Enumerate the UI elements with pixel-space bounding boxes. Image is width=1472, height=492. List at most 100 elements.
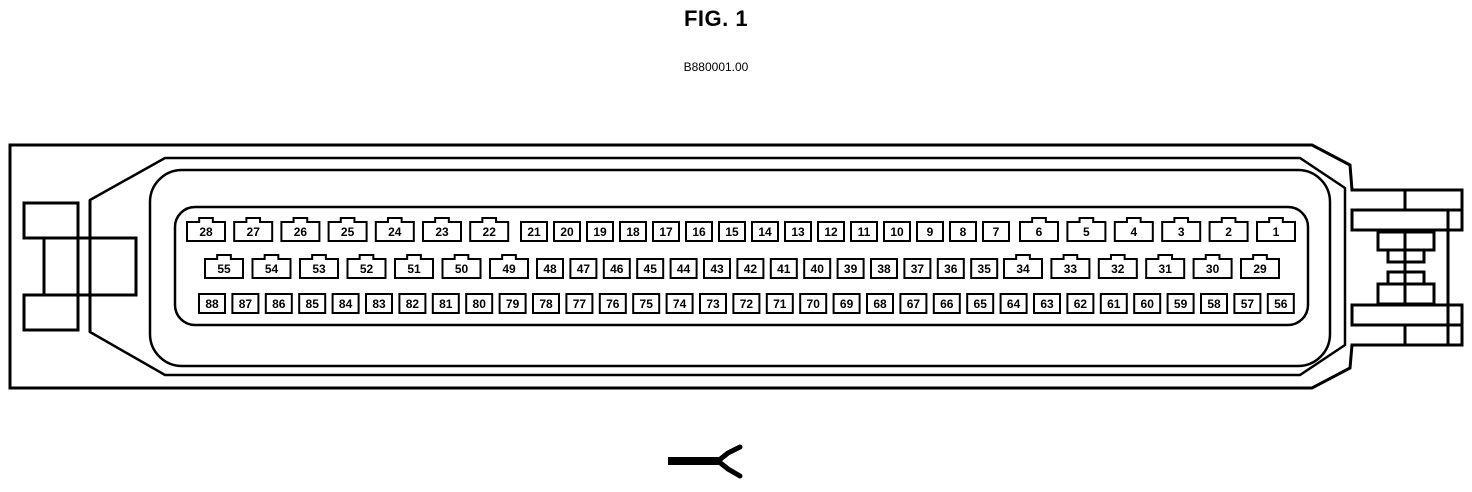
pin-68: 68 — [866, 293, 894, 314]
pin-outline — [619, 221, 647, 242]
right-latch — [1350, 188, 1464, 347]
pin-86: 86 — [264, 293, 293, 314]
pin-82: 82 — [398, 293, 427, 314]
pin-39: 39 — [836, 258, 865, 279]
pin-label: 62 — [1074, 297, 1088, 311]
pin-17: 17 — [652, 221, 680, 242]
pin-label: 72 — [740, 297, 754, 311]
pin-34: 34 — [1003, 254, 1043, 279]
pin-label: 60 — [1141, 297, 1155, 311]
pin-outline — [498, 293, 527, 314]
pin-outline — [422, 217, 462, 242]
pin-outline — [394, 254, 434, 279]
pin-label: 50 — [455, 262, 469, 276]
pin-45: 45 — [636, 258, 665, 279]
pin-4: 4 — [1113, 217, 1154, 242]
pin-label: 32 — [1111, 262, 1125, 276]
pin-label: 44 — [677, 262, 691, 276]
pin-label: 15 — [725, 225, 739, 239]
pin-outline — [1033, 293, 1061, 314]
pin-outline — [1097, 254, 1138, 279]
pin-64: 64 — [999, 293, 1028, 314]
pin-66: 66 — [932, 293, 961, 314]
pin-21: 21 — [520, 221, 548, 242]
pin-label: 78 — [539, 297, 553, 311]
pin-outline — [299, 254, 339, 279]
pin-outline — [883, 221, 911, 242]
connector-wrench-icon — [668, 444, 743, 479]
cavity-inner — [173, 205, 1310, 327]
pin-14: 14 — [751, 221, 779, 242]
pin-outline — [903, 258, 932, 279]
pin-70: 70 — [799, 293, 828, 314]
pin-label: 71 — [773, 297, 787, 311]
pin-outline — [280, 217, 321, 242]
pin-10: 10 — [883, 221, 911, 242]
pin-label: 59 — [1174, 297, 1188, 311]
pin-label: 25 — [341, 225, 355, 239]
pin-outline — [636, 258, 665, 279]
pin-label: 85 — [306, 297, 320, 311]
pin-outline — [669, 258, 698, 279]
pin-outline — [532, 293, 560, 314]
pin-label: 79 — [506, 297, 520, 311]
pin-label: 21 — [527, 225, 541, 239]
pin-33: 33 — [1050, 254, 1091, 279]
pin-outline — [970, 258, 999, 279]
pin-label: 56 — [1274, 297, 1288, 311]
pin-outline — [1145, 254, 1186, 279]
pin-22: 22 — [469, 217, 510, 242]
pin-label: 27 — [247, 225, 261, 239]
pin-55: 55 — [204, 254, 244, 279]
pin-72: 72 — [732, 293, 761, 314]
pin-label: 80 — [473, 297, 487, 311]
pin-outline — [569, 258, 598, 279]
pin-outline — [665, 293, 694, 314]
pin-outline — [632, 293, 661, 314]
pin-outline — [751, 221, 779, 242]
pin-outline — [870, 258, 898, 279]
pin-label: 65 — [974, 297, 988, 311]
pin-label: 48 — [543, 262, 557, 276]
pin-29: 29 — [1240, 254, 1280, 279]
pin-label: 16 — [692, 225, 706, 239]
pin-outline — [365, 293, 393, 314]
pin-label: 22 — [483, 225, 497, 239]
pin-20: 20 — [553, 221, 581, 242]
pin-label: 13 — [791, 225, 805, 239]
pin-30: 30 — [1192, 254, 1233, 279]
housing-inner-contour — [88, 156, 1347, 377]
pin-outline — [999, 293, 1028, 314]
pin-label: 70 — [807, 297, 821, 311]
pin-label: 68 — [873, 297, 887, 311]
pin-outline — [298, 293, 327, 314]
pin-label: 8 — [960, 225, 967, 239]
pin-48: 48 — [536, 258, 564, 279]
pin-69: 69 — [832, 293, 861, 314]
pin-outline — [1019, 217, 1059, 242]
pin-label: 88 — [205, 297, 219, 311]
pin-outline — [866, 293, 894, 314]
pin-outline — [233, 217, 274, 242]
pin-47: 47 — [569, 258, 598, 279]
pin-outline — [703, 258, 731, 279]
pin-83: 83 — [365, 293, 393, 314]
pin-3: 3 — [1161, 217, 1202, 242]
pin-label: 46 — [610, 262, 624, 276]
pin-52: 52 — [346, 254, 387, 279]
pin-outline — [699, 293, 727, 314]
pin-38: 38 — [870, 258, 898, 279]
pin-67: 67 — [899, 293, 928, 314]
pin-outline — [1113, 217, 1154, 242]
pin-53: 53 — [299, 254, 339, 279]
pin-label: 19 — [593, 225, 607, 239]
pin-44: 44 — [669, 258, 698, 279]
pin-36: 36 — [936, 258, 965, 279]
pin-label: 83 — [372, 297, 386, 311]
figure-title: FIG. 1 — [683, 6, 749, 31]
pin-label: 38 — [877, 262, 891, 276]
pin-25: 25 — [327, 217, 368, 242]
pin-1: 1 — [1256, 217, 1296, 242]
pin-2: 2 — [1208, 217, 1249, 242]
pin-11: 11 — [850, 221, 878, 242]
